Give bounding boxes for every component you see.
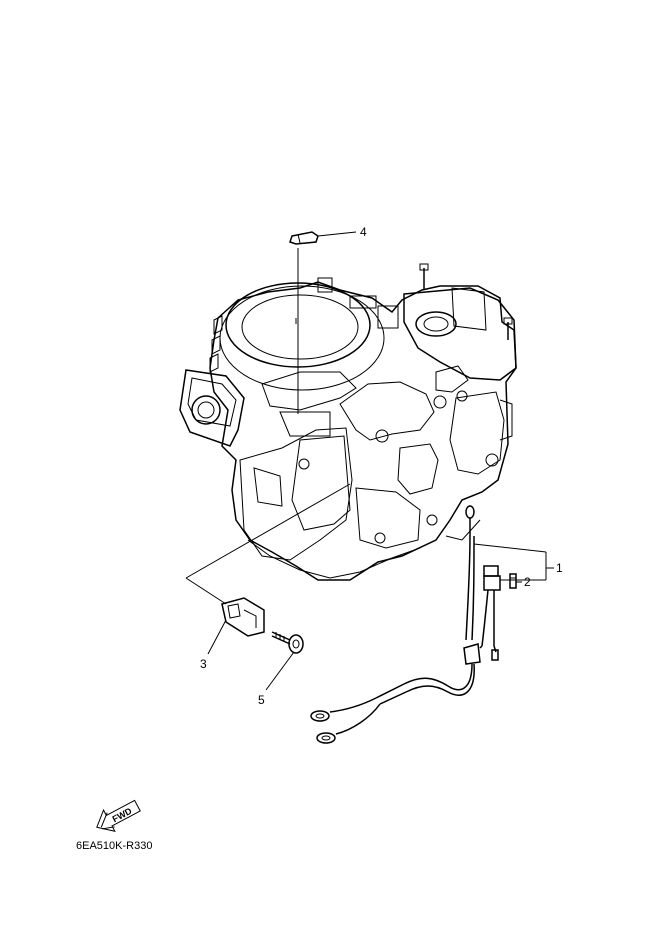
callout-5: 5 bbox=[258, 693, 265, 707]
part-2-fuse bbox=[509, 573, 517, 589]
engine-block-illustration bbox=[179, 263, 517, 581]
part-5-bolt bbox=[271, 631, 304, 654]
part-4-terminal-cap bbox=[289, 231, 357, 414]
leader-lines bbox=[185, 483, 554, 691]
fwd-arrow-icon: FWD bbox=[96, 799, 141, 833]
callout-1: 1 bbox=[556, 561, 563, 575]
part-3-bracket bbox=[221, 597, 265, 637]
callout-4: 4 bbox=[360, 225, 367, 239]
part-1-wire-harness bbox=[310, 505, 501, 744]
callout-3: 3 bbox=[200, 657, 207, 671]
callout-2: 2 bbox=[524, 575, 531, 589]
drawing-code: 6EA510K-R330 bbox=[76, 840, 152, 852]
